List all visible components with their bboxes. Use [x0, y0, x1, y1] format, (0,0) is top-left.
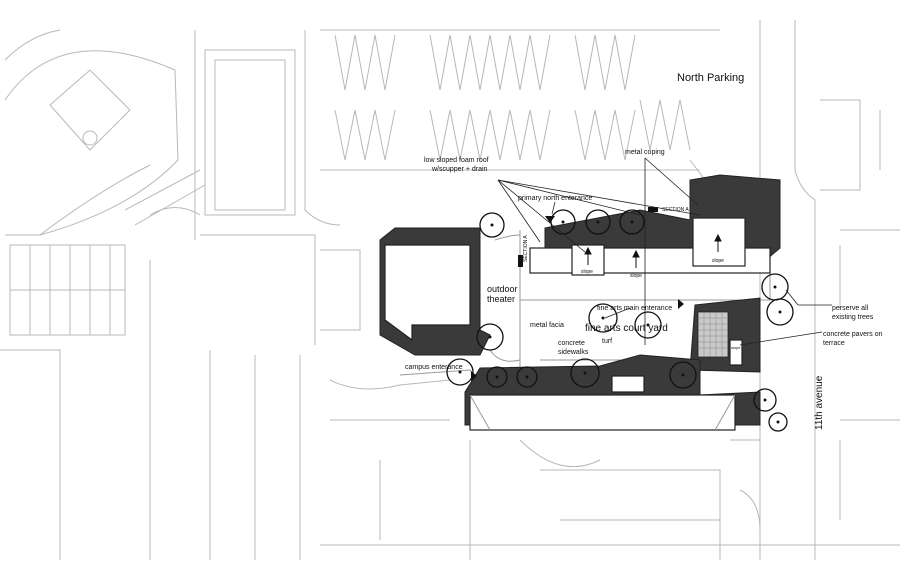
label-campus-entrance: campus enterance: [405, 364, 463, 371]
section-markers: [518, 207, 658, 267]
label-section-a-side: SECTION A: [523, 235, 529, 262]
label-concrete-pavers-1: concrete pavers on: [823, 331, 883, 338]
label-concrete-sidewalks-1: concrete: [558, 340, 585, 347]
label-perserve-trees-2: existing trees: [832, 314, 874, 321]
leader-lines: [497, 157, 832, 346]
label-section-a-top: SECTION A: [662, 207, 689, 213]
label-metal-coping: metal coping: [625, 149, 665, 156]
label-outdoor-1: outdoor: [487, 284, 518, 294]
label-fine-arts-court-yard: fine arts court yard: [585, 323, 668, 334]
parking-stalls: [320, 29, 721, 201]
existing-trees: [446, 209, 794, 432]
annotations: North Parking low sloped foam roof w/scu…: [405, 72, 883, 430]
label-north-parking: North Parking: [677, 72, 744, 84]
label-concrete-pavers-2: terrace: [823, 340, 845, 347]
label-turf: turf: [602, 338, 612, 345]
label-low-sloped-roof-2: w/scupper + drain: [431, 166, 488, 173]
slope-arrows: [584, 233, 722, 268]
label-outdoor-2: theater: [487, 294, 515, 304]
label-low-sloped-roof-1: low sloped foam roof: [424, 157, 489, 164]
label-11th-avenue: 11th avenue: [814, 375, 825, 430]
label-concrete-sidewalks-2: sidewalks: [558, 349, 589, 356]
label-slope-3: slope: [712, 258, 724, 264]
label-slope-1: slope: [581, 269, 593, 275]
buildings: [379, 174, 781, 431]
label-primary-north-entrance: primary north enterance: [518, 195, 592, 202]
label-fine-arts-main-entrance: fine arts main enterance: [597, 305, 672, 312]
label-slope-4: slope: [731, 345, 741, 350]
label-slope-2: slope: [630, 273, 642, 279]
label-metal-facia: metal facia: [530, 322, 564, 329]
label-perserve-trees-1: perserve all: [832, 305, 869, 312]
